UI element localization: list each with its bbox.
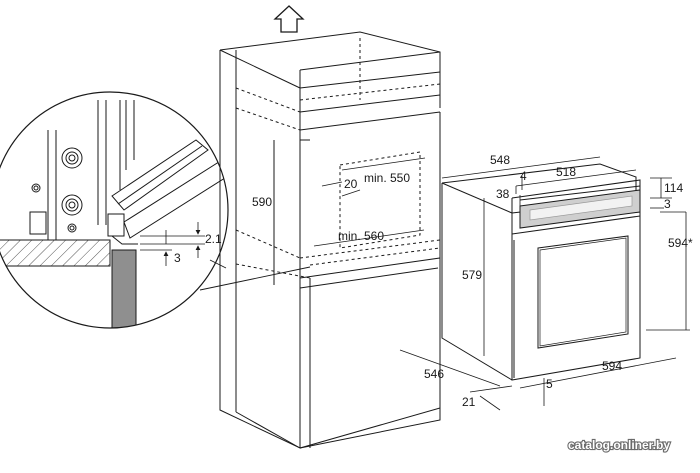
- dimension-cab-height: 590: [252, 140, 275, 282]
- body-height-label: 579: [462, 268, 482, 282]
- connector-line: [199, 266, 311, 291]
- door-gap-bottom-label: 5: [546, 377, 553, 391]
- panel-gap-label: 3: [664, 197, 671, 211]
- cab-width-min-bottom-label: min. 560: [338, 229, 384, 243]
- panel-height-label: 114: [664, 181, 683, 195]
- cabinet: [219, 31, 441, 449]
- gap-top-label: 2.1: [205, 232, 222, 246]
- door-offset-label: 4: [520, 169, 527, 183]
- panel-depth-label: 518: [556, 165, 576, 179]
- cab-height-label: 590: [252, 195, 272, 209]
- cab-depth-top-label: 20: [344, 177, 358, 191]
- detail-magnifier: 2.1 3: [0, 91, 229, 329]
- oven-dimensions: [399, 156, 690, 411]
- gap-bottom-label: 3: [174, 251, 181, 265]
- door-thickness-label: 38: [496, 187, 510, 201]
- dimension-cab-width-bottom: min. 560: [313, 229, 425, 247]
- door-depth-label: 21: [462, 395, 476, 409]
- watermark-text: catalog.onliner.by: [568, 438, 670, 452]
- ventilation-arrow-icon: [273, 5, 305, 33]
- oven-height-side-label: 594*: [668, 236, 693, 250]
- dimension-cab-width-top: 20 min. 550: [321, 157, 426, 197]
- connector-line: [209, 259, 227, 269]
- oven-depth-base-label: 546: [424, 367, 444, 381]
- oven-depth-top-label: 548: [490, 153, 510, 167]
- control-panel-window: [529, 195, 633, 221]
- oven-width-label: 594: [602, 359, 622, 373]
- cab-width-min-top-label: min. 550: [364, 171, 410, 185]
